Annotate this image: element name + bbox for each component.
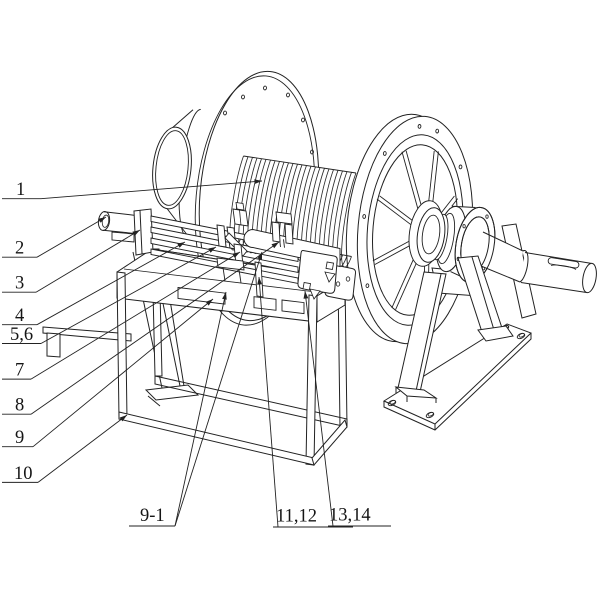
svg-text:9: 9: [15, 428, 24, 448]
svg-text:13,14: 13,14: [329, 506, 371, 526]
svg-text:11,12: 11,12: [276, 507, 317, 527]
svg-text:10: 10: [14, 464, 33, 484]
svg-text:2: 2: [15, 239, 24, 259]
svg-text:9-1: 9-1: [140, 506, 165, 526]
svg-text:1: 1: [16, 180, 25, 200]
svg-text:4: 4: [15, 306, 24, 326]
svg-text:5,6: 5,6: [10, 325, 33, 345]
svg-text:8: 8: [15, 396, 24, 416]
svg-text:3: 3: [15, 274, 24, 294]
svg-text:7: 7: [15, 361, 24, 381]
